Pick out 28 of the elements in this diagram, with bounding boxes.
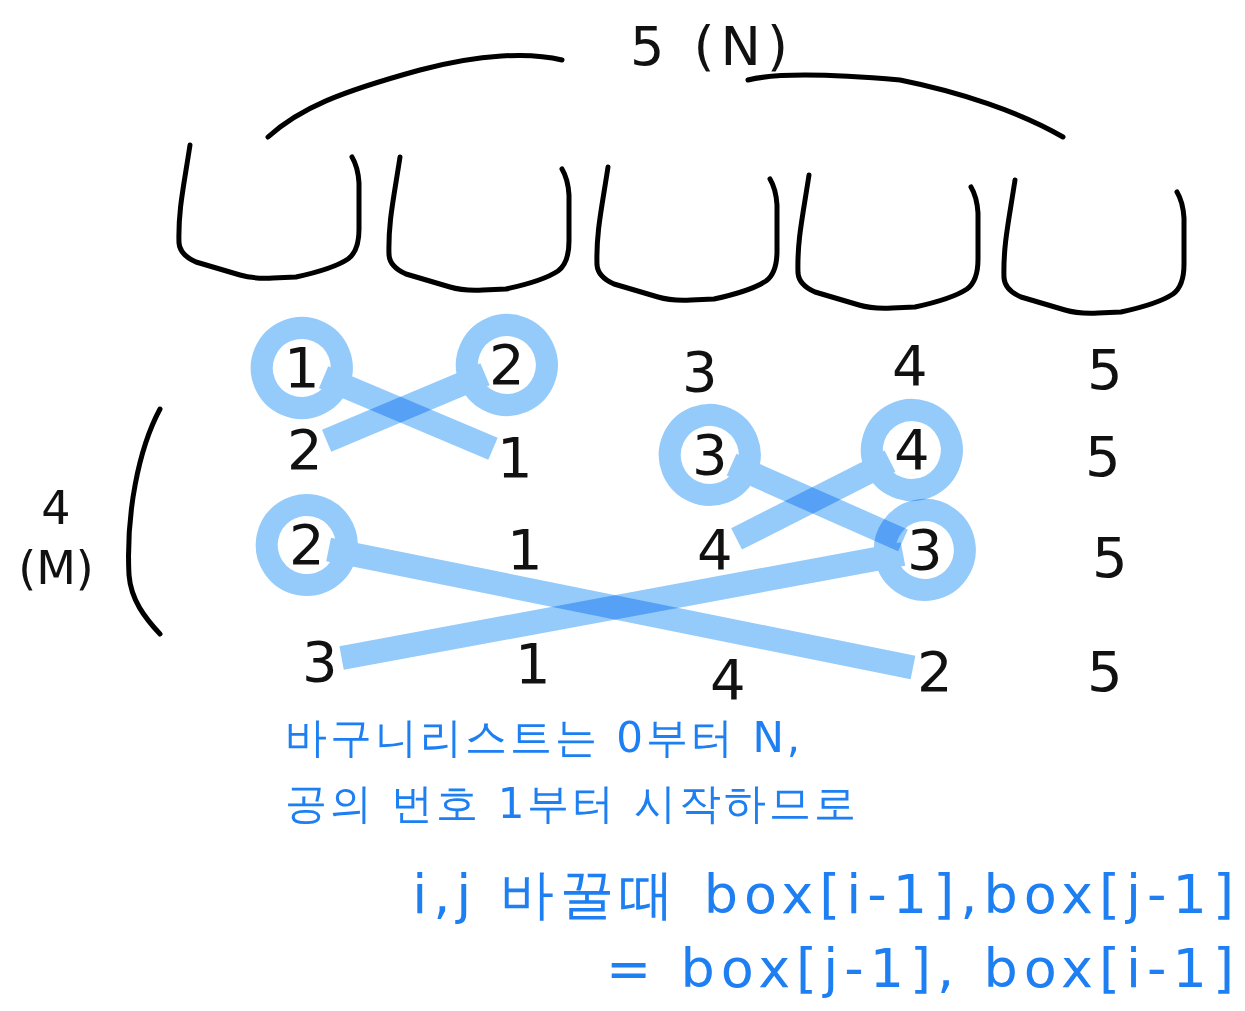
- count-label: 5 (N): [630, 14, 795, 79]
- number: 3: [298, 632, 342, 692]
- number: 1: [280, 338, 324, 398]
- number: 5: [1083, 642, 1127, 702]
- count-label: 4 (M): [17, 480, 95, 597]
- number: 2: [283, 420, 327, 480]
- code-text: i,j 바꿀때 box[i-1],box[j-1] = box[j-1], box[i-1]: [411, 862, 1240, 1002]
- number: 4: [693, 520, 737, 580]
- number: 4: [888, 336, 932, 396]
- number: 3: [678, 342, 722, 402]
- number: 1: [511, 634, 555, 694]
- number: 3: [903, 520, 947, 580]
- connector-line: [321, 314, 558, 452]
- number: 5: [1088, 528, 1132, 588]
- number: 5: [1081, 427, 1125, 487]
- number: 4: [890, 420, 934, 480]
- number: 1: [503, 520, 547, 580]
- number: 1: [493, 428, 537, 488]
- connector-line: [339, 499, 976, 670]
- connector-line: [250, 316, 498, 460]
- number: 2: [913, 642, 957, 702]
- number: 2: [285, 515, 329, 575]
- number: 4: [706, 650, 750, 710]
- number: 3: [688, 425, 732, 485]
- note-text: 바구니리스트는 0부터 N, 공의 번호 1부터 시작하므로: [285, 712, 860, 830]
- number: 5: [1083, 340, 1127, 400]
- number: 2: [485, 335, 529, 395]
- connector-line: [255, 494, 916, 680]
